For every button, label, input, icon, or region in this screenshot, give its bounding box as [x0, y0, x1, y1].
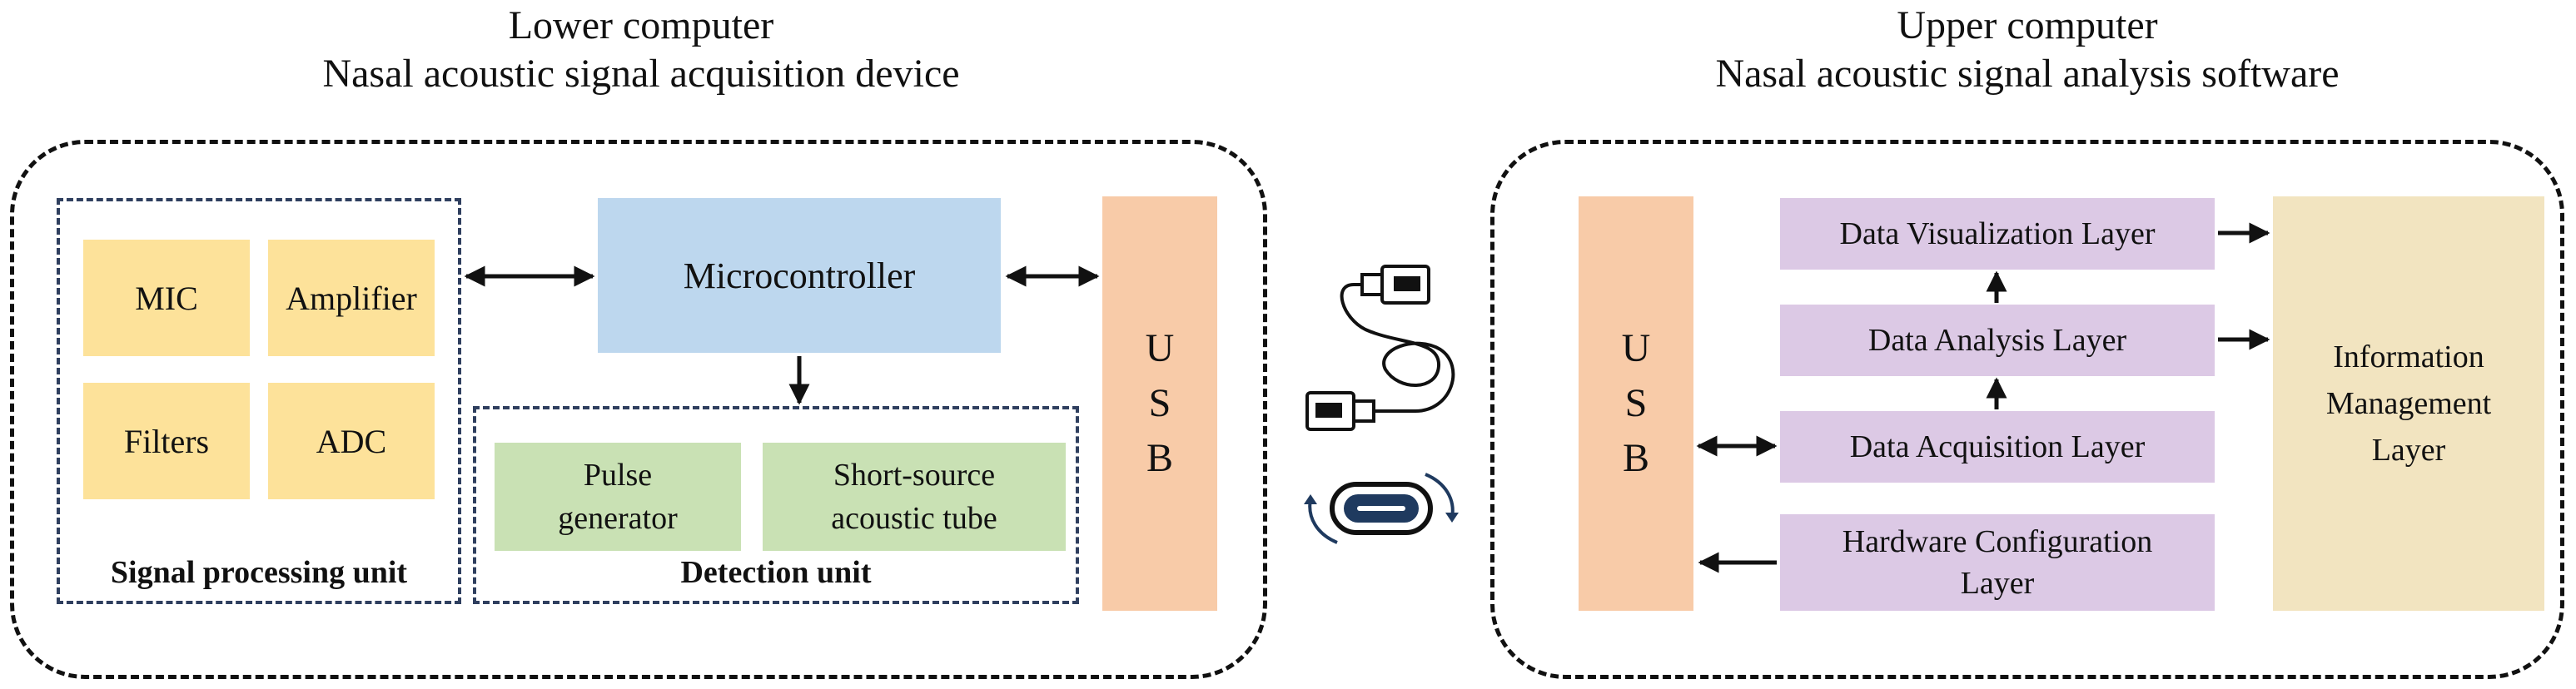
signal-processing-unit-label: Signal processing unit — [110, 555, 408, 590]
lower-title-line1: Lower computer — [508, 3, 774, 47]
upper-title-line2: Nasal acoustic signal analysis software — [1715, 52, 2340, 96]
lower-usb-block: U S B — [1102, 196, 1217, 611]
usb-cable-icon — [1305, 265, 1455, 431]
data-visualization-layer: Data Visualization Layer — [1780, 198, 2215, 270]
mic-block: MIC — [83, 240, 250, 356]
hardware-configuration-layer: Hardware Configuration Layer — [1780, 514, 2215, 611]
signal-processing-unit — [57, 198, 461, 604]
lower-computer-frame — [10, 140, 1267, 679]
upper-title: Upper computer Nasal acoustic signal ana… — [1490, 2, 2564, 98]
amplifier-block: Amplifier — [268, 240, 435, 356]
information-management-layer: Information Management Layer — [2273, 196, 2544, 611]
pulse-generator-block: Pulse generator — [495, 443, 741, 551]
data-acquisition-layer: Data Acquisition Layer — [1780, 411, 2215, 483]
lower-title: Lower computer Nasal acoustic signal acq… — [0, 2, 1282, 98]
data-analysis-layer: Data Analysis Layer — [1780, 305, 2215, 376]
short-source-acoustic-tube-block: Short-source acoustic tube — [763, 443, 1066, 551]
upper-title-line1: Upper computer — [1897, 3, 2158, 47]
adc-block: ADC — [268, 383, 435, 499]
upper-computer-frame — [1490, 140, 2564, 679]
microcontroller-block: Microcontroller — [598, 198, 1001, 353]
usb-c-port-icon — [1304, 473, 1459, 544]
upper-usb-block: U S B — [1579, 196, 1693, 611]
lower-title-line2: Nasal acoustic signal acquisition device — [322, 52, 960, 96]
detection-unit-label: Detection unit — [680, 555, 872, 590]
detection-unit — [473, 406, 1079, 604]
filters-block: Filters — [83, 383, 250, 499]
